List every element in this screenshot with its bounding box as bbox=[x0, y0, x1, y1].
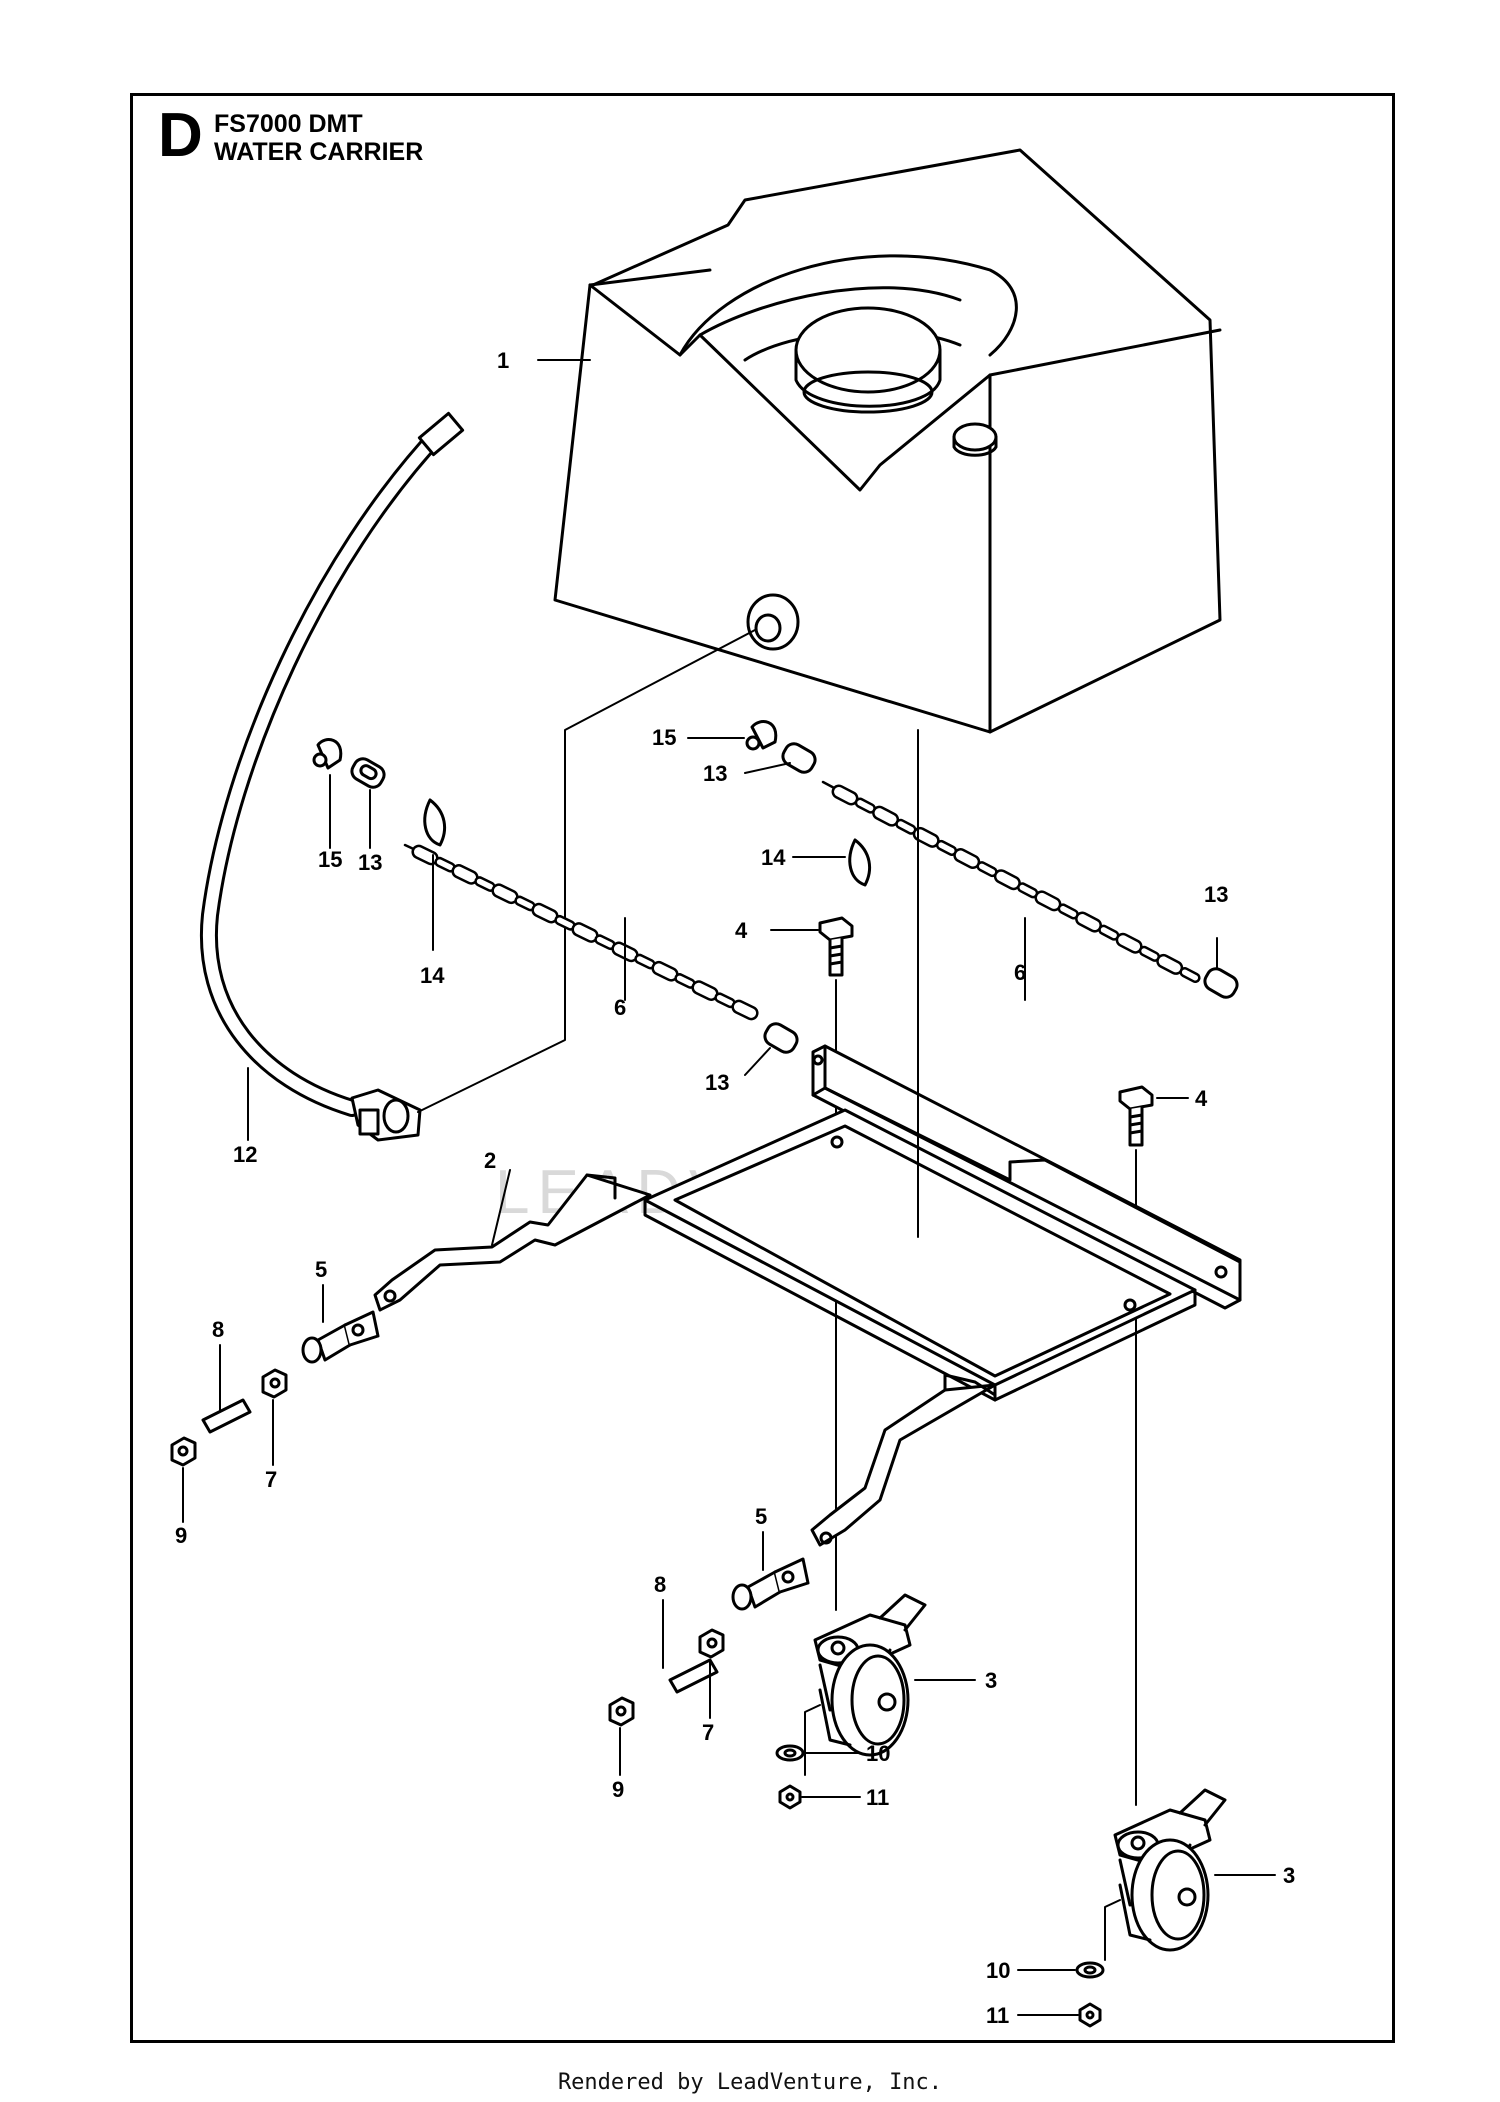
section-letter: D bbox=[158, 101, 203, 170]
callout-9: 9 bbox=[612, 1777, 624, 1802]
callout-5: 5 bbox=[755, 1504, 767, 1529]
part-14-clip-b[interactable] bbox=[848, 838, 872, 887]
callout-6: 6 bbox=[1014, 960, 1026, 985]
callout-13: 13 bbox=[703, 761, 727, 786]
callout-13: 13 bbox=[705, 1070, 729, 1095]
callout-15: 15 bbox=[652, 725, 676, 750]
part-5-clamp-left[interactable] bbox=[301, 1310, 380, 1364]
callout-8: 8 bbox=[212, 1317, 224, 1342]
callout-7: 7 bbox=[265, 1467, 277, 1492]
part-12-hose[interactable] bbox=[199, 411, 465, 1142]
callout-14: 14 bbox=[420, 963, 445, 988]
part-6-chain-left[interactable] bbox=[403, 843, 759, 1021]
part-9-nut-right[interactable] bbox=[608, 1696, 635, 1727]
callout-3: 3 bbox=[985, 1668, 997, 1693]
callout-4: 4 bbox=[1195, 1086, 1208, 1111]
part-9-nut-left[interactable] bbox=[170, 1436, 197, 1467]
part-3-caster-wheel-a[interactable] bbox=[813, 1593, 927, 1757]
section-title: WATER CARRIER bbox=[214, 138, 424, 166]
part-7-nut-right[interactable] bbox=[698, 1628, 725, 1659]
part-2-carrier-frame[interactable] bbox=[373, 1044, 1242, 1547]
part-11-nut-b[interactable] bbox=[1078, 2002, 1102, 2028]
callout-13: 13 bbox=[358, 850, 382, 875]
part-15-hook-b[interactable] bbox=[745, 720, 778, 751]
part-5-clamp-right[interactable] bbox=[731, 1557, 810, 1611]
part-10-washer-b[interactable] bbox=[1075, 1961, 1105, 1979]
part-8-pin-left[interactable] bbox=[201, 1398, 252, 1434]
part-1-water-tank[interactable] bbox=[553, 148, 1222, 734]
callout-10: 10 bbox=[866, 1741, 890, 1766]
part-15-hook-a[interactable] bbox=[312, 738, 343, 770]
callout-14: 14 bbox=[761, 845, 786, 870]
callout-12: 12 bbox=[233, 1142, 257, 1167]
callout-3: 3 bbox=[1283, 1863, 1295, 1888]
callout-11: 11 bbox=[986, 2003, 1009, 2028]
part-6-chain-right[interactable] bbox=[821, 780, 1201, 984]
part-11-nut-a[interactable] bbox=[778, 1784, 802, 1810]
part-13-link-c[interactable] bbox=[762, 1020, 801, 1055]
callout-2: 2 bbox=[484, 1148, 496, 1173]
chain-link bbox=[731, 999, 759, 1021]
chain-link bbox=[1179, 966, 1201, 984]
callout-8: 8 bbox=[654, 1572, 666, 1597]
part-13-link-d[interactable] bbox=[1202, 965, 1241, 1000]
model-title: FS7000 DMT bbox=[214, 110, 363, 138]
part-14-clip-a[interactable] bbox=[423, 798, 447, 847]
callout-1: 1 bbox=[497, 348, 509, 373]
callout-13: 13 bbox=[1204, 882, 1228, 907]
part-7-nut-left[interactable] bbox=[261, 1368, 288, 1399]
part-13-link-a[interactable] bbox=[349, 755, 388, 790]
callout-6: 6 bbox=[614, 995, 626, 1020]
part-8-pin-right[interactable] bbox=[668, 1658, 719, 1694]
callout-15: 15 bbox=[318, 847, 342, 872]
part-10-washer-a[interactable] bbox=[775, 1744, 805, 1762]
diagram-frame bbox=[130, 93, 1395, 2043]
callout-7: 7 bbox=[702, 1720, 714, 1745]
callout-4: 4 bbox=[735, 918, 748, 943]
part-13-link-b[interactable] bbox=[780, 740, 819, 775]
part-4-bolt-b[interactable] bbox=[1118, 1085, 1154, 1147]
part-4-bolt-a[interactable] bbox=[818, 916, 854, 977]
part-3-caster-wheel-b[interactable] bbox=[1113, 1788, 1227, 1952]
callout-5: 5 bbox=[315, 1257, 327, 1282]
callout-10: 10 bbox=[986, 1958, 1010, 1983]
callout-11: 11 bbox=[866, 1785, 889, 1810]
footer-credit: Rendered by LeadVenture, Inc. bbox=[557, 2070, 943, 2095]
callout-9: 9 bbox=[175, 1523, 187, 1548]
